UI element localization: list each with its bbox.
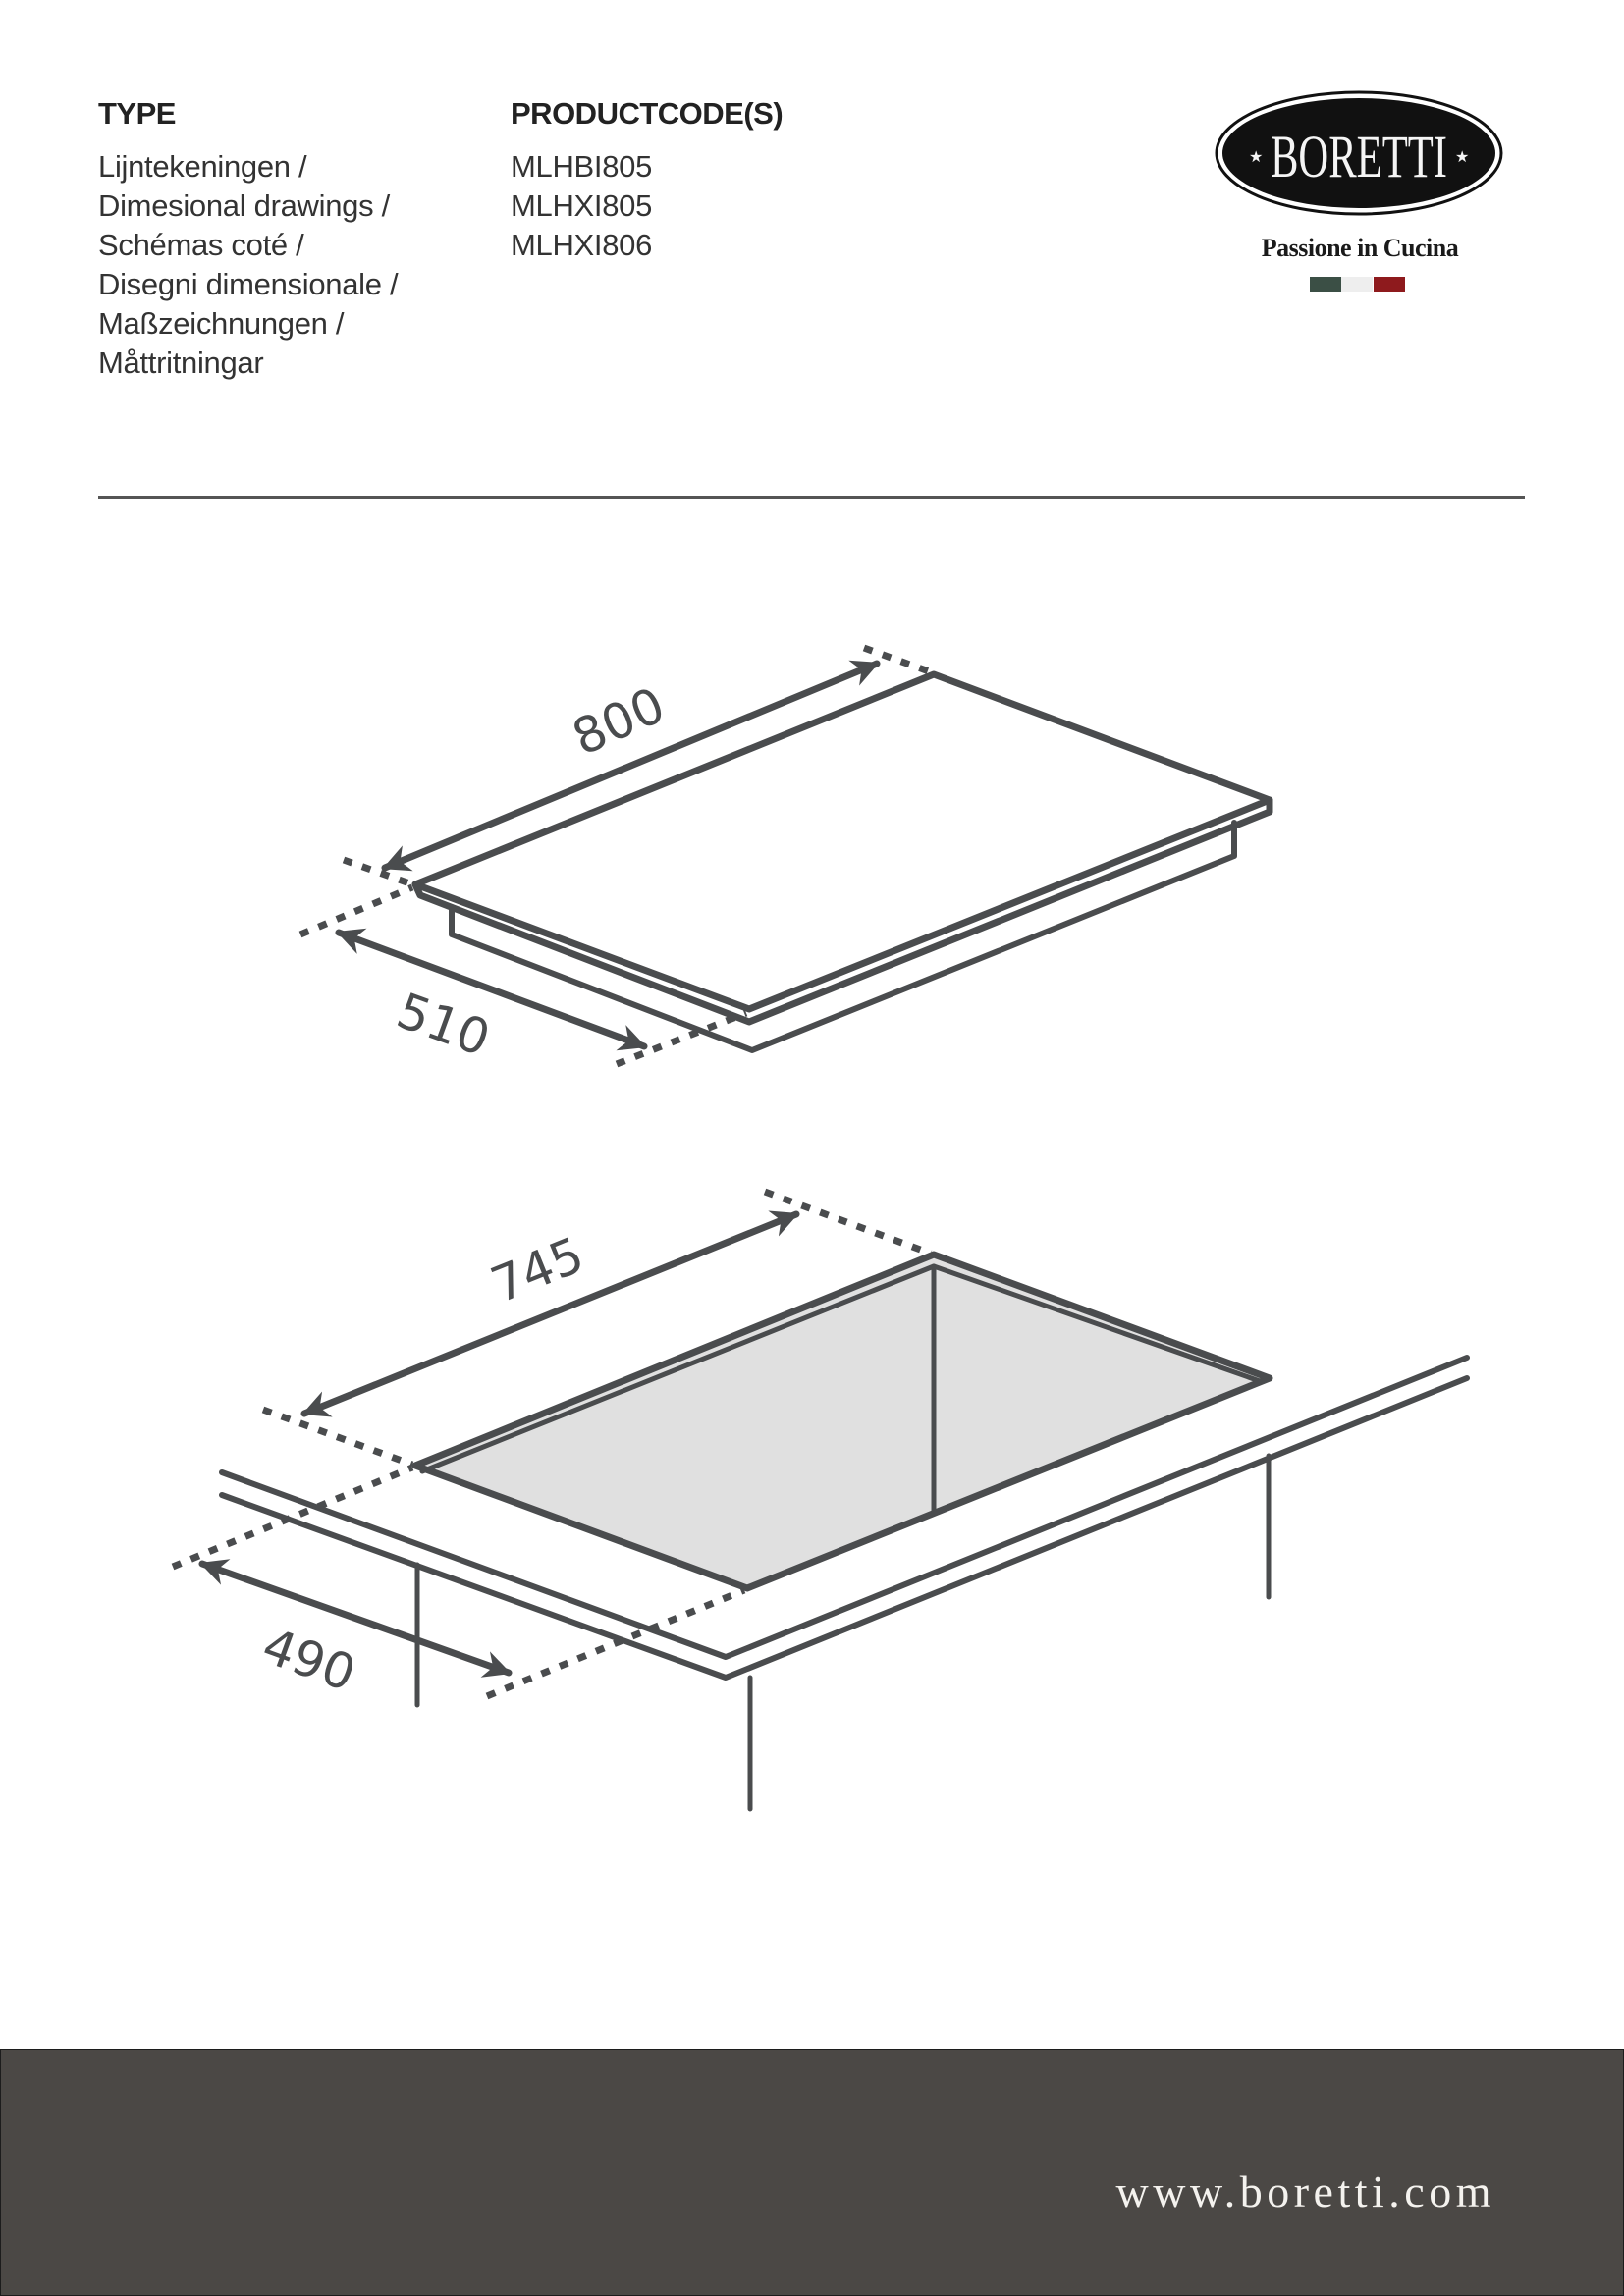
productcodes-heading: PRODUCTCODE(S) bbox=[511, 96, 784, 131]
footer-bar: www.boretti.com bbox=[0, 2049, 1624, 2296]
boretti-logo: BORETTI ★ ★ bbox=[1214, 90, 1504, 223]
type-list: Lijntekeningen / Dimesional drawings / S… bbox=[98, 147, 399, 383]
productcode: MLHXI806 bbox=[511, 228, 653, 262]
type-line: Maßzeichnungen / bbox=[98, 306, 345, 341]
type-line: Disegni dimensionale / bbox=[98, 267, 399, 301]
type-line: Dimesional drawings / bbox=[98, 188, 390, 223]
italian-flag-white bbox=[1341, 277, 1373, 292]
italian-flag-green bbox=[1310, 277, 1341, 292]
header-divider bbox=[98, 496, 1525, 499]
dimension-label-510: 510 bbox=[390, 982, 498, 1067]
cutout-extension-lines bbox=[171, 1188, 933, 1700]
type-line: Lijntekeningen / bbox=[98, 149, 307, 184]
dimensional-drawings: 800 510 745 490 bbox=[171, 644, 1470, 1812]
type-heading: TYPE bbox=[98, 96, 176, 131]
logo-tagline: Passione in Cucina bbox=[1261, 234, 1459, 262]
appliance-drawing bbox=[335, 660, 1273, 1053]
svg-text:BORETTI: BORETTI bbox=[1271, 124, 1447, 190]
type-line: Schémas coté / bbox=[98, 228, 304, 262]
type-line: Måttritningar bbox=[98, 346, 264, 380]
svg-text:★: ★ bbox=[1249, 147, 1263, 166]
logo-emblem-icon: BORETTI ★ ★ bbox=[1215, 90, 1503, 216]
dimension-label-490: 490 bbox=[255, 1617, 363, 1702]
italian-flag-red bbox=[1374, 277, 1405, 292]
appliance-extension-lines bbox=[298, 644, 931, 1068]
productcode: MLHBI805 bbox=[511, 149, 653, 184]
productcodes-list: MLHBI805 MLHXI805 MLHXI806 bbox=[511, 147, 652, 265]
cutout-drawing bbox=[198, 1210, 1470, 1812]
productcode: MLHXI805 bbox=[511, 188, 653, 223]
website-link[interactable]: www.boretti.com bbox=[1115, 2166, 1495, 2216]
svg-text:★: ★ bbox=[1455, 147, 1469, 166]
